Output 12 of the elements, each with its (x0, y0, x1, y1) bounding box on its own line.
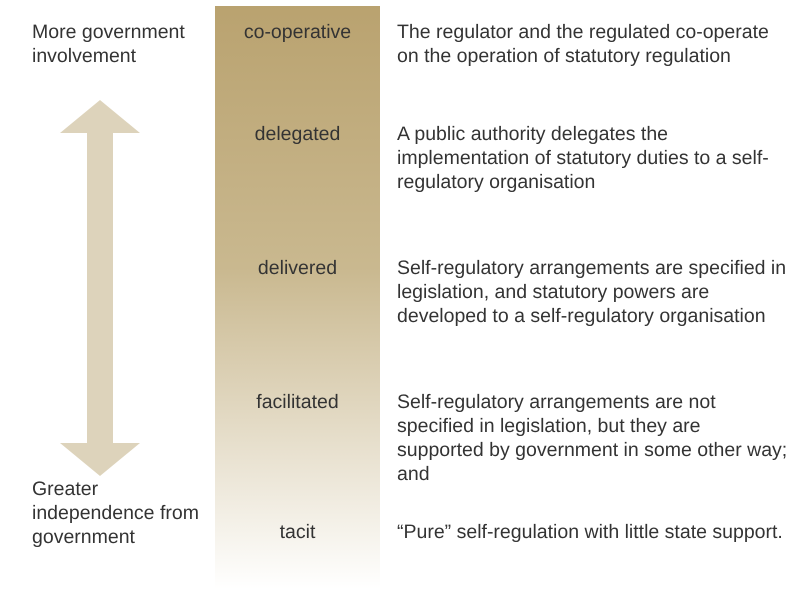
level-label: facilitated (255, 390, 340, 414)
description-text: A public authority delegates the implementation of statutory duties to a self-regulatory organisation (397, 122, 770, 194)
level-label: delegated (254, 122, 342, 146)
description-text: The regulator and the regulated co-operate on the operation of statutory regulation (397, 20, 770, 68)
level-label: co-operative (242, 20, 352, 44)
level-label: tacit (278, 520, 316, 544)
description-text: Self-regulatory arrangements are specified in legislation, and statutory powers are developed to a self-regulatory organisation (397, 256, 788, 328)
description-text: “Pure” self-regulation with little state support. (397, 520, 784, 544)
scale-label: Greater independence from government (32, 477, 200, 549)
scale-label: More government involvement (32, 20, 186, 68)
level-label: delivered (256, 256, 338, 280)
description-text: Self-regulatory arrangements are not specified in legislation, but they are supported by government in some other way; and (397, 390, 788, 486)
